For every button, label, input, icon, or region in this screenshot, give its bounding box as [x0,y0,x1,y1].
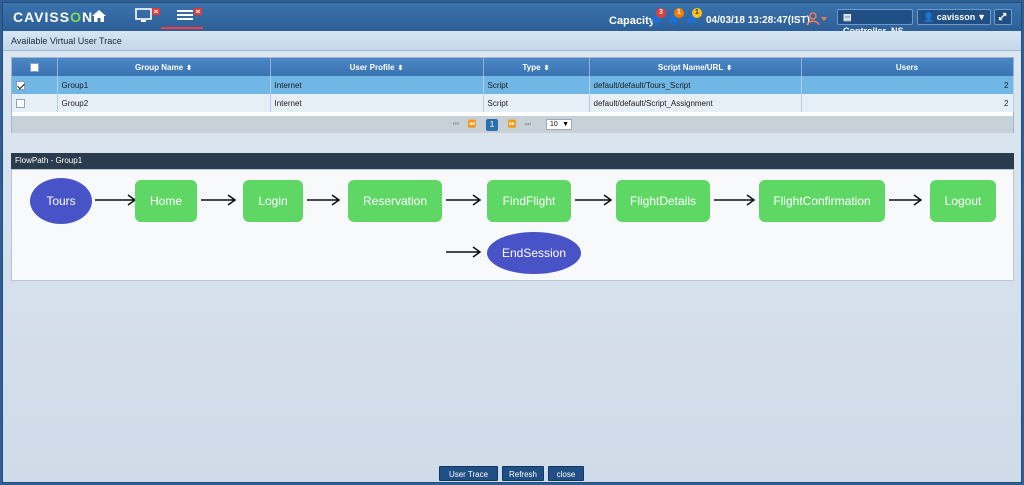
chevron-down-icon: ▼ [977,12,986,22]
select-all-checkbox-cell[interactable] [12,58,58,76]
table-row[interactable]: Group1 Internet Script default/default/T… [12,76,1014,94]
controller-icon: ▤ [843,12,852,22]
cell-type: Script [483,76,590,94]
controller-selector-button[interactable]: ▤ Controller_NS [837,9,913,36]
flow-arrow [446,246,482,258]
select-all-checkbox[interactable] [29,62,39,72]
flow-arrow [714,194,756,206]
close-button[interactable]: close [548,466,584,481]
flow-arrow [307,194,341,206]
last-page-button[interactable]: ⏭ [524,121,532,128]
sort-icon: ⬍ [186,64,192,72]
active-tab-indicator [161,27,203,29]
user-alert-icon[interactable] [806,12,828,26]
user-trace-button[interactable]: User Trace [439,466,498,481]
list-view-icon[interactable] [175,7,203,25]
row-checkbox[interactable] [16,80,25,90]
flow-arrow [889,194,923,206]
column-header-users[interactable]: Users [801,58,1014,76]
table-paginator: ⏮ ⏪ 1 ⏩ ⏭ 10 ▼ [12,116,1013,133]
major-alert-badge: 1 [674,8,684,18]
chevron-down-icon: ▼ [562,121,569,128]
column-header-user-profile[interactable]: User Profile⬍ [270,58,484,76]
app-logo: CAVISSON [13,9,94,25]
page-title-bar: Available Virtual User Trace [3,31,1021,51]
refresh-button[interactable]: Refresh [502,466,544,481]
flowpath-diagram: Tours Home Login Reservation FindFlight … [11,169,1014,281]
cell-user-profile: Internet [270,94,484,112]
sort-icon: ⬍ [726,64,733,72]
table-row[interactable]: Group2 Internet Script default/default/S… [12,94,1014,112]
flow-node-step[interactable]: FlightDetails [616,180,710,222]
top-bar: CAVISSON Capacity 3 1 [3,3,1021,36]
flow-arrow [95,194,137,206]
expand-icon [998,12,1007,21]
column-header-script-name[interactable]: Script Name/URL⬍ [589,58,802,76]
virtual-user-table: Group Name⬍ User Profile⬍ Type⬍ Script N… [11,57,1014,133]
previous-page-button[interactable]: ⏪ [467,121,477,128]
first-page-button[interactable]: ⏮ [452,121,460,128]
cell-script-name: default/default/Tours_Script [589,76,802,94]
cell-users: 2 [801,94,1014,112]
row-checkbox-cell[interactable] [12,94,58,112]
user-menu-button[interactable]: 👤 cavisson ▼ [917,9,991,25]
flow-node-end[interactable]: EndSession [487,232,581,274]
flow-node-step[interactable]: FlightConfirmation [759,180,885,222]
cell-group-name: Group2 [57,94,271,112]
flow-node-step[interactable]: Home [135,180,197,222]
minor-alert-badge: 1 [692,8,702,18]
current-page-button[interactable]: 1 [486,119,498,131]
cell-script-name: default/default/Script_Assignment [589,94,802,112]
flowpath-header: FlowPath - Group1 [11,153,1014,169]
flow-node-step[interactable]: Reservation [348,180,442,222]
user-icon: 👤 [923,12,935,22]
flow-arrow [575,194,613,206]
flow-node-step[interactable]: Login [243,180,303,222]
page-title: Available Virtual User Trace [11,36,122,46]
row-checkbox[interactable] [16,98,25,108]
column-header-group-name[interactable]: Group Name⬍ [57,58,271,76]
server-datetime: 04/03/18 13:28:47(IST) [706,15,810,26]
page-size-select[interactable]: 10 ▼ [546,119,572,130]
sort-icon: ⬍ [543,64,550,72]
row-checkbox-cell[interactable] [12,76,58,94]
capacity-label: Capacity [609,15,655,27]
flow-node-start[interactable]: Tours [30,178,92,224]
cell-users: 2 [801,76,1014,94]
critical-alert-badge: 3 [656,8,666,18]
fullscreen-button[interactable] [994,9,1012,25]
flow-arrow [201,194,237,206]
home-icon[interactable] [91,8,107,24]
sort-icon: ⬍ [397,64,404,72]
cell-user-profile: Internet [270,76,484,94]
flow-node-step[interactable]: Logout [930,180,996,222]
monitor-icon[interactable] [135,7,161,25]
flow-arrow [446,194,482,206]
column-header-type[interactable]: Type⬍ [483,58,590,76]
table-header-row: Group Name⬍ User Profile⬍ Type⬍ Script N… [12,58,1014,76]
cell-type: Script [483,94,590,112]
flow-node-step[interactable]: FindFlight [487,180,571,222]
next-page-button[interactable]: ⏩ [507,121,517,128]
cell-group-name: Group1 [57,76,271,94]
